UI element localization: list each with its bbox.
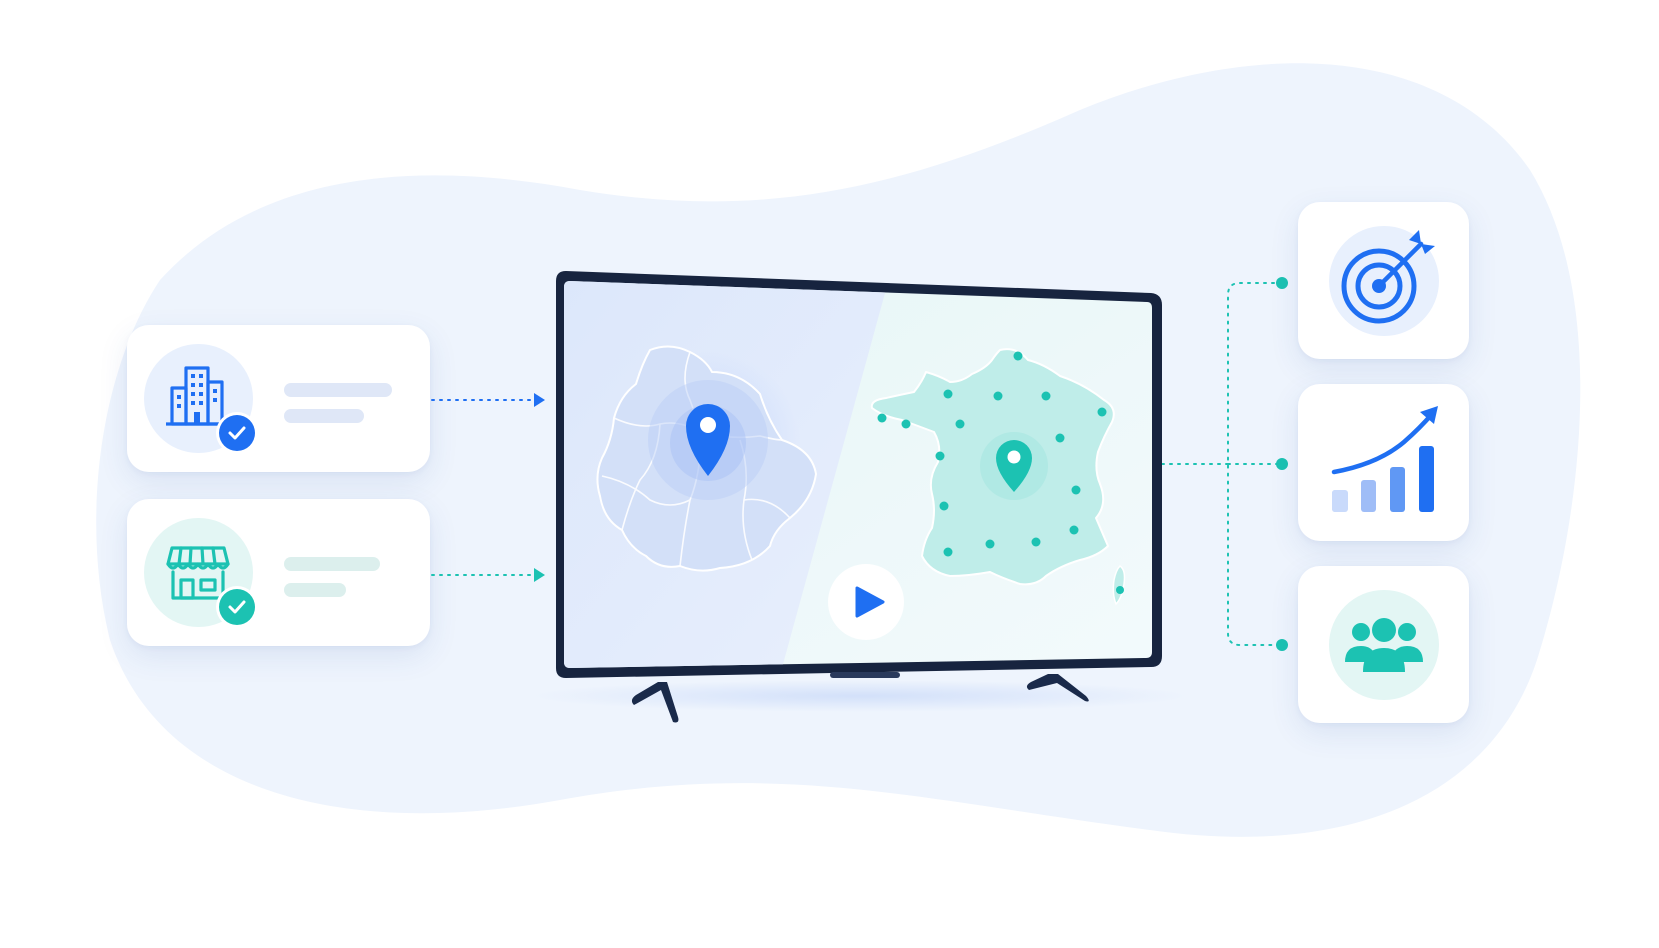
outcome-card-audience [1298, 566, 1469, 723]
check-icon [228, 426, 246, 440]
placeholder-line [284, 583, 346, 597]
location-pin-icon [996, 440, 1032, 492]
verified-badge [219, 589, 255, 625]
audience-group-icon [1345, 618, 1423, 672]
target-icon [1341, 230, 1435, 324]
france-map [870, 348, 1126, 606]
play-icon [855, 586, 885, 618]
outcome-card-growth [1298, 384, 1469, 541]
icon-circle [1329, 590, 1439, 700]
play-button[interactable] [828, 564, 904, 640]
connector-dots [1276, 277, 1288, 651]
outcome-card-targeting [1298, 202, 1469, 359]
placeholder-line [284, 557, 380, 571]
icon-circle [144, 344, 253, 453]
growth-chart-bars [1331, 406, 1438, 512]
storefront-icon [166, 546, 230, 600]
check-icon [228, 600, 246, 614]
local-region-map [596, 345, 817, 572]
office-building-icon [166, 366, 230, 426]
location-dots [877, 351, 1124, 594]
source-card-store [127, 499, 430, 646]
source-connectors [431, 393, 545, 582]
placeholder-line [284, 409, 364, 423]
outcome-connectors [1161, 282, 1283, 646]
location-pin-icon [686, 404, 730, 476]
source-card-business [127, 325, 430, 472]
icon-circle [1329, 226, 1439, 336]
tv-stand [631, 674, 1089, 723]
placeholder-line [284, 383, 392, 397]
verified-badge [219, 415, 255, 451]
